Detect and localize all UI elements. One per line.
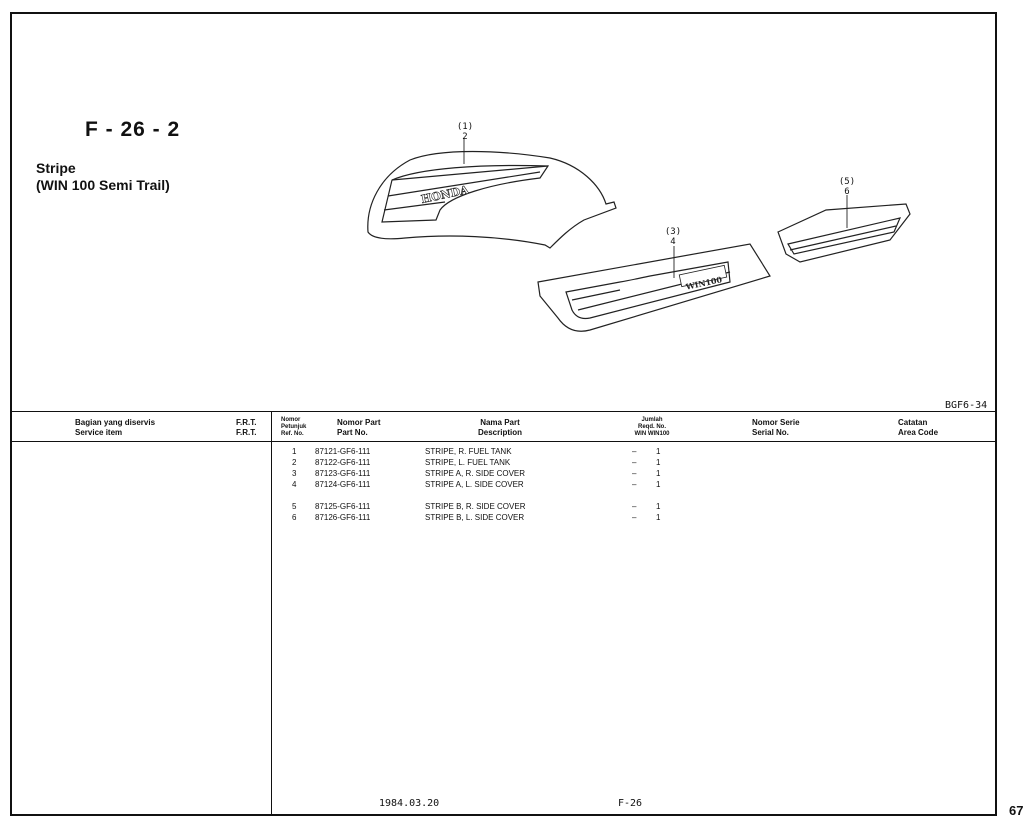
page-number: 67 <box>1009 803 1024 818</box>
header-serial-no: Nomor Serie Serial No. <box>752 418 800 437</box>
figure-title-line-2: (WIN 100 Semi Trail) <box>36 177 170 193</box>
side-cover-b-outline <box>777 203 911 263</box>
footer-date: 1984.03.20 <box>379 798 440 809</box>
table-header-rule <box>10 441 997 442</box>
side-cover-a-outline <box>537 243 771 332</box>
figure-title: Stripe (WIN 100 Semi Trail) <box>36 160 170 194</box>
callout-5-6: (5) 6 <box>838 177 856 197</box>
parts-drawing: HONDA WIN100 <box>367 138 911 332</box>
figure-code: F - 26 - 2 <box>85 118 181 141</box>
drawing-reference: BGF6-34 <box>945 400 988 411</box>
header-part-no: Nomor Part Part No. <box>337 418 381 437</box>
callout-3-4: (3) 4 <box>664 227 682 247</box>
callout-1-2: (1) 2 <box>456 122 474 142</box>
fuel-tank-stripe-outline <box>367 150 617 249</box>
header-area-code: Catatan Area Code <box>898 418 939 437</box>
header-description: Nama Part Description <box>477 418 522 437</box>
header-service-item: Bagian yang diservis Service item <box>75 418 156 437</box>
table-top-rule <box>10 411 997 412</box>
page-frame <box>10 12 997 816</box>
figure-title-line-1: Stripe <box>36 160 76 176</box>
header-quantity: Jumlah Reqd. No. WIN WIN100 <box>634 417 670 437</box>
table-divider <box>271 412 272 816</box>
header-ref-no: Nomor Petunjuk Ref. No. <box>281 417 307 437</box>
footer-section: F-26 <box>618 798 643 809</box>
header-frt: F.R.T. F.R.T. <box>236 418 257 437</box>
